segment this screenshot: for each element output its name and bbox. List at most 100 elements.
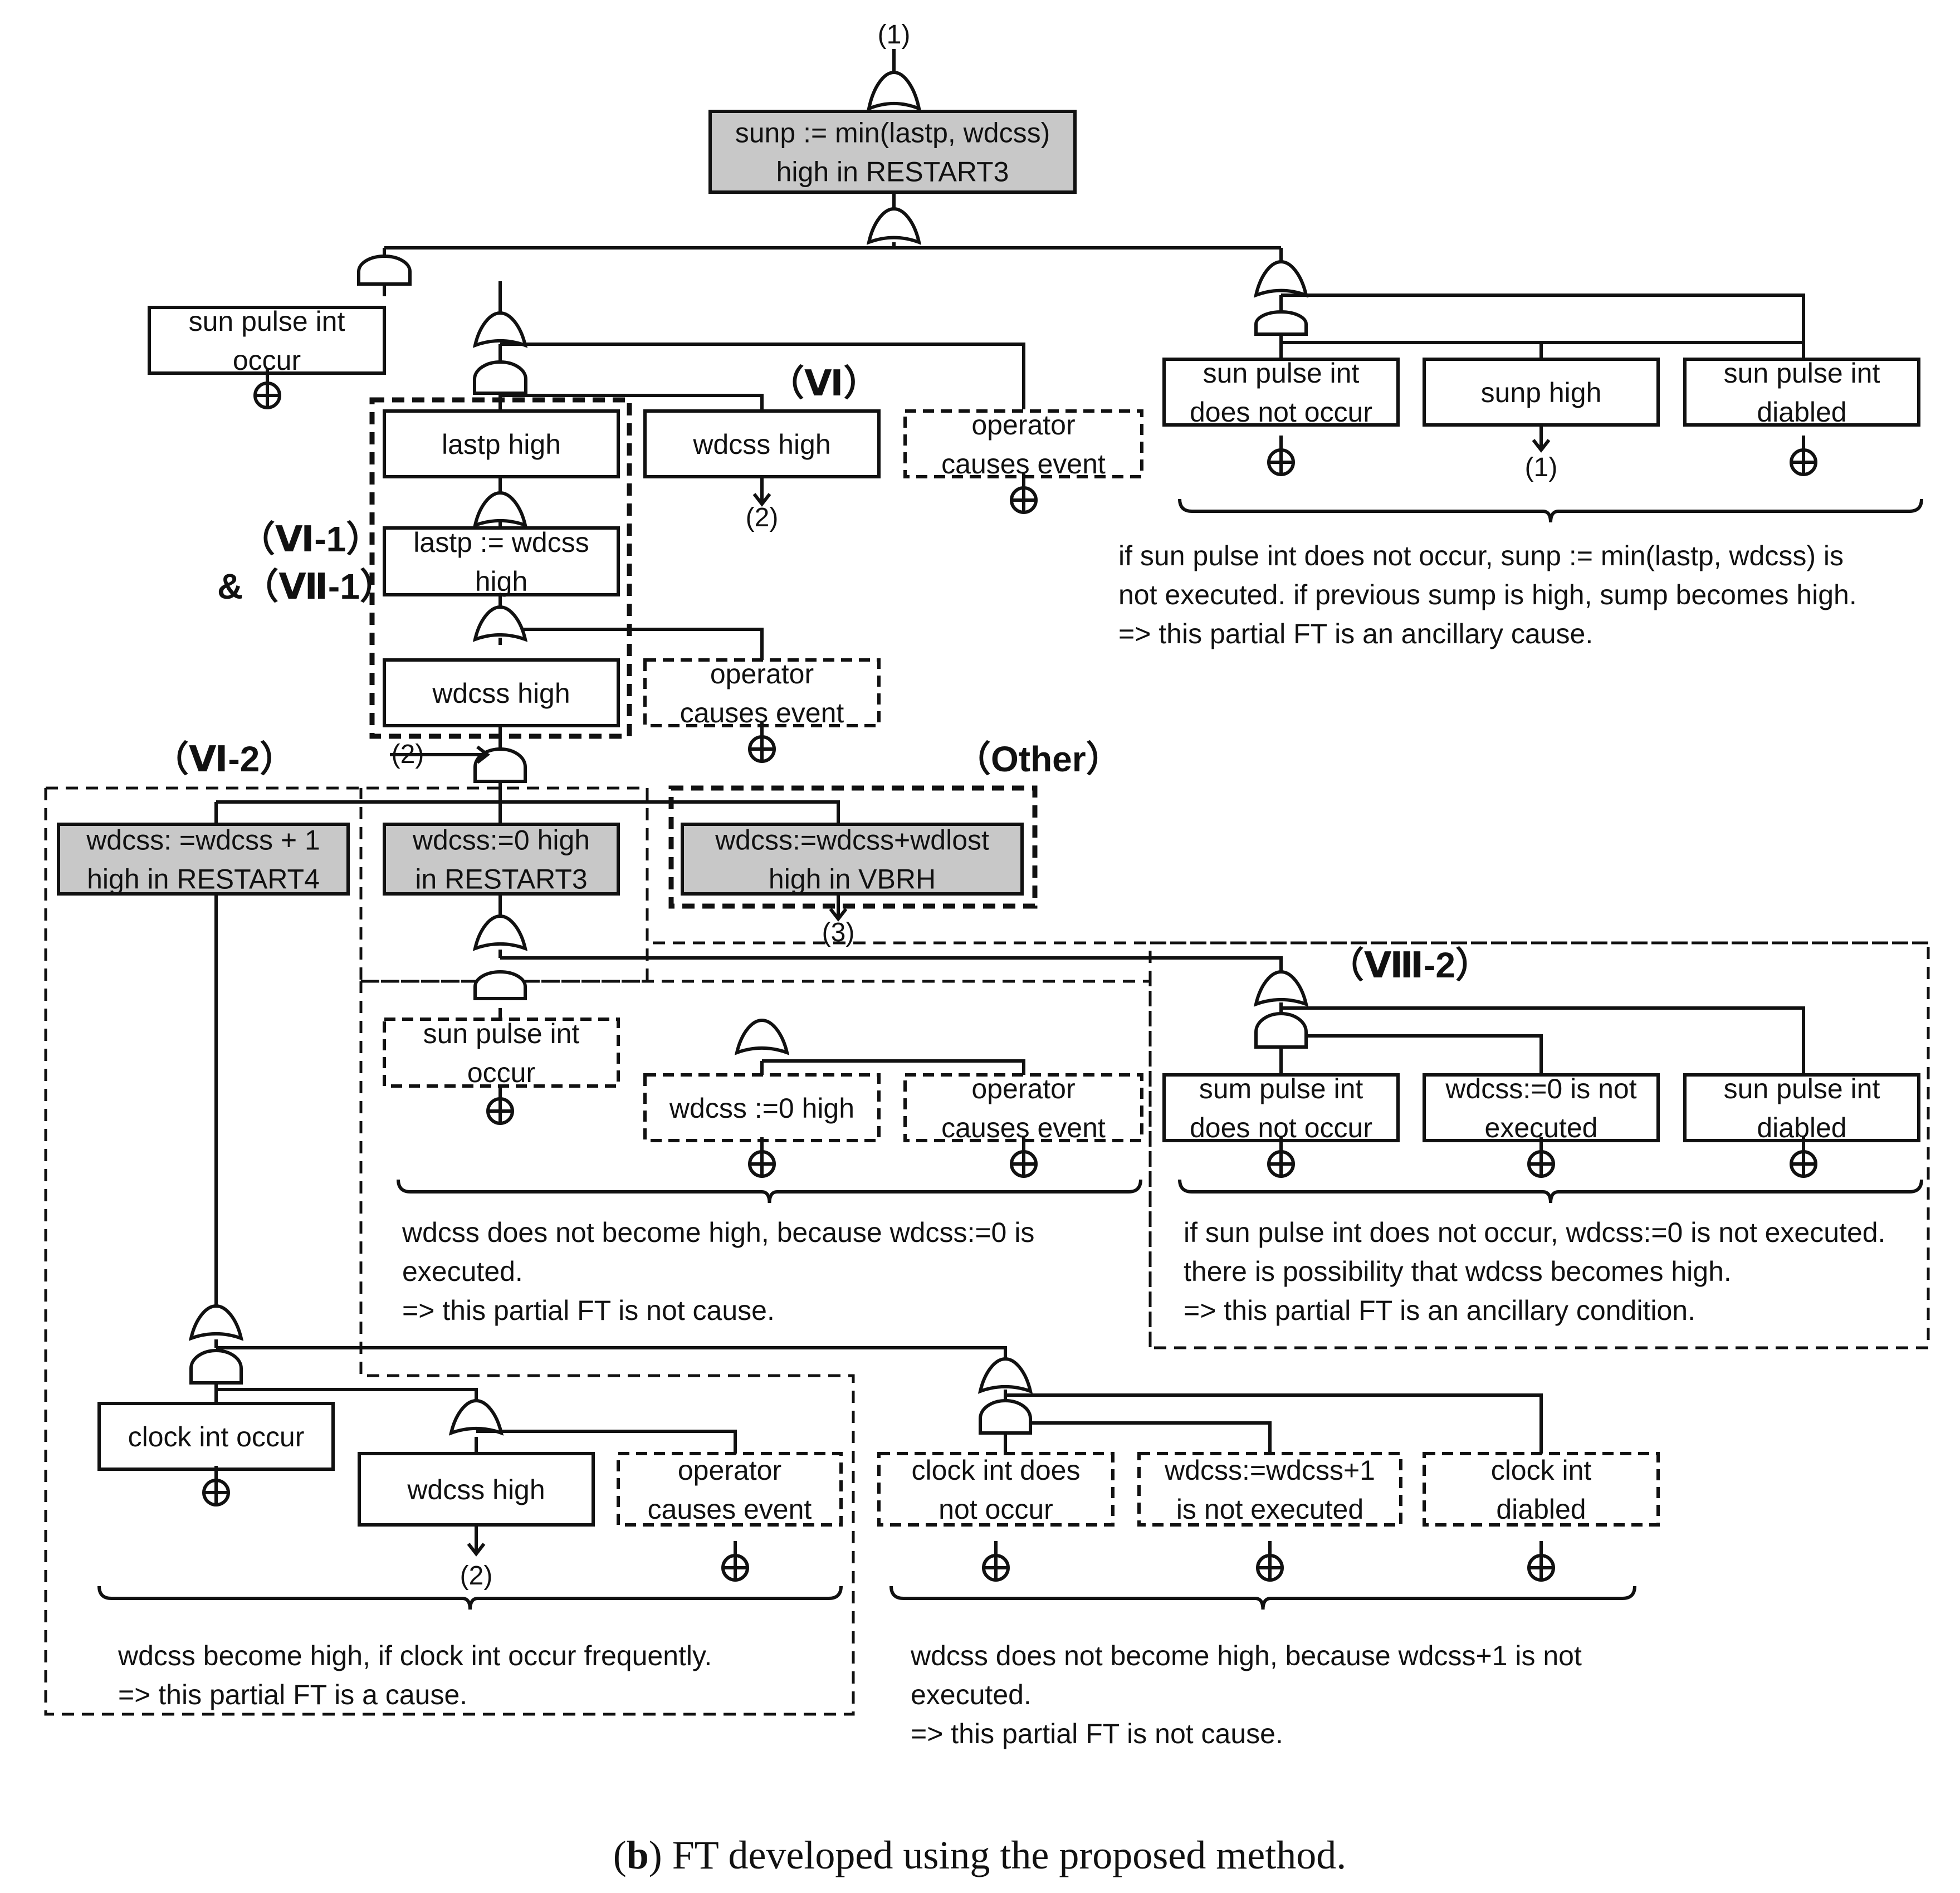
event-box-wdcss0-high: wdcss :=0 high [643,1073,881,1142]
region-vi-1 [369,397,632,739]
event-box-frame [643,1073,881,1142]
event-label: sun pulse int [1724,358,1880,389]
event-label: sunp := min(lastp, wdcss) [735,118,1050,149]
event-box-restart3: wdcss:=0 high in RESTART3 [383,823,620,896]
basic-event-symbol-0 [253,369,281,409]
event-label: wdcss :=0 high [669,1093,854,1124]
and-gate-11 [473,970,527,1000]
event-box-vbrh: wdcss:=wdcss+wdlost high in VBRH [681,823,1024,896]
and-gate-9 [473,747,527,783]
or-gate-3 [1253,260,1309,298]
event-label: in RESTART3 [415,864,587,895]
event-label: sum pulse int [1199,1073,1363,1104]
and-gate-19 [979,1399,1032,1435]
event-label: not occur [939,1494,1053,1525]
or-gate-1 [866,207,922,245]
or-gate-12 [734,1018,790,1055]
event-label: wdcss high [692,429,830,460]
connector-line-37 [1281,1006,1805,1075]
event-box-frame [383,526,620,596]
arrow-to-ref-2 [752,477,771,507]
event-box-frame [383,1018,620,1088]
connector-line-42 [216,1346,1007,1359]
or-gate-13 [1253,970,1309,1007]
event-label: does not occur [1190,397,1372,428]
event-box-frame [877,1452,1115,1527]
event-label: wdcss:=0 high [412,825,590,856]
event-label: sun pulse int [1203,358,1360,389]
event-box-frame [681,823,1024,896]
event-label: clock int does [912,1455,1081,1486]
basic-event-symbol-10 [1790,1137,1817,1178]
event-box-lastp-high: lastp high [383,409,620,478]
basic-event-symbol-15 [1527,1541,1555,1582]
figure-caption: (b) FT developed using the proposed meth… [613,1833,1347,1877]
basic-event-symbol-9 [1527,1137,1555,1178]
connector-line-8 [1281,294,1805,362]
connector-line-29 [500,956,1283,972]
basic-event-symbol-14 [1256,1541,1284,1582]
arrow-to-ref-2-c [467,1525,486,1557]
marker-vii-1: &（Ⅶ-1） [217,566,395,606]
event-label: wdcss:=wdcss+wdlost [715,825,989,856]
brace-ancillary-cause [1178,498,1923,523]
event-box-frame [643,409,881,478]
connector-line-46 [476,1430,737,1454]
ref-1: (1) [1525,453,1558,482]
event-box-frame [383,823,620,896]
event-label: diabled [1496,1494,1586,1525]
event-box-wdcss-high-a: wdcss high [643,409,881,478]
or-gate-0 [866,70,922,111]
event-box-sun-occur-b: sun pulse int occur [383,1018,620,1088]
or-gate-15 [188,1304,244,1341]
basic-event-symbol-11 [202,1466,230,1506]
event-label: high in VBRH [769,864,936,895]
event-box-frame [383,409,620,478]
event-label: occur [467,1057,535,1088]
or-gate-17 [448,1398,504,1436]
event-box-wdcss-high-b: wdcss high [383,658,620,727]
event-box-frame [1423,1073,1660,1142]
basic-event-symbol-8 [1267,1137,1295,1178]
event-box-frame [903,409,1143,478]
connector-line-49 [1005,1393,1543,1454]
event-label: wdcss high [407,1474,545,1505]
arrow-to-ref-3 [829,894,848,922]
ref-3: (3) [822,918,855,947]
note-ancillary-condition: if sun pulse int does not occur, wdcss:=… [1184,1217,1893,1326]
marker-vi-2: （Ⅵ-2） [153,739,295,779]
event-label: high in RESTART3 [776,156,1009,188]
event-label: operator [678,1455,781,1486]
event-box-frame [1683,1073,1920,1142]
event-box-frame [903,1073,1143,1142]
ref-2-a: (2) [746,503,779,532]
event-box-frame [1162,358,1400,427]
marker-viii-2: （Ⅷ-2） [1328,945,1491,985]
event-label: is not executed [1176,1494,1363,1525]
marker-vi: （Ⅵ） [769,363,879,403]
region-vi-2 [44,786,855,1716]
event-label: wdcss high [432,678,570,709]
and-gate-6 [473,360,527,395]
or-gate-10 [472,914,528,951]
event-box-frame [617,1452,843,1527]
event-box-frame [1137,1452,1402,1527]
event-label: lastp := wdcss [413,527,589,558]
and-gate-2 [357,255,412,286]
connector-line-39 [1281,1034,1543,1075]
connector-line-13 [500,343,1025,409]
event-label: sun pulse int [423,1018,580,1049]
event-box-sun-no-a: sun pulse int does not occur [1162,358,1400,428]
connector-line-51 [1005,1421,1272,1454]
event-box-frame [708,110,1077,194]
brace-not-cause-a [397,1179,1142,1204]
event-box-frame [57,823,350,896]
